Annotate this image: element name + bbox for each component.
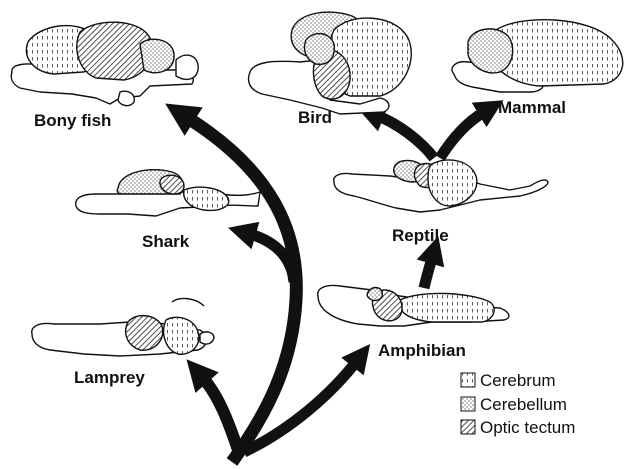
legend-label-optic-tectum: Optic tectum bbox=[480, 418, 575, 437]
reptile-brain bbox=[334, 160, 548, 212]
label-bony-fish: Bony fish bbox=[34, 111, 111, 130]
branch-bird bbox=[378, 116, 434, 158]
label-mammal: Mammal bbox=[498, 98, 566, 117]
legend-swatch-cerebellum bbox=[461, 397, 475, 411]
label-shark: Shark bbox=[142, 232, 190, 251]
mammal-brain bbox=[452, 20, 623, 92]
legend: Cerebrum Cerebellum Optic tectum bbox=[461, 371, 575, 437]
branch-lamprey bbox=[203, 378, 238, 450]
lamprey-brain bbox=[32, 299, 214, 356]
bird-brain bbox=[249, 12, 412, 114]
legend-swatch-cerebrum bbox=[461, 373, 475, 387]
legend-swatch-optic-tectum bbox=[461, 420, 475, 434]
branch-mammal bbox=[440, 112, 484, 158]
label-amphibian: Amphibian bbox=[378, 341, 466, 360]
amphibian-brain bbox=[318, 285, 509, 326]
label-bird: Bird bbox=[298, 108, 332, 127]
bony-fish-brain bbox=[11, 22, 198, 105]
label-reptile: Reptile bbox=[392, 226, 449, 245]
branch-reptile bbox=[424, 258, 432, 288]
shark-brain bbox=[76, 170, 260, 216]
legend-label-cerebellum: Cerebellum bbox=[480, 395, 567, 414]
branch-bony-fish bbox=[188, 118, 296, 462]
legend-label-cerebrum: Cerebrum bbox=[480, 371, 556, 390]
label-lamprey: Lamprey bbox=[74, 368, 145, 387]
